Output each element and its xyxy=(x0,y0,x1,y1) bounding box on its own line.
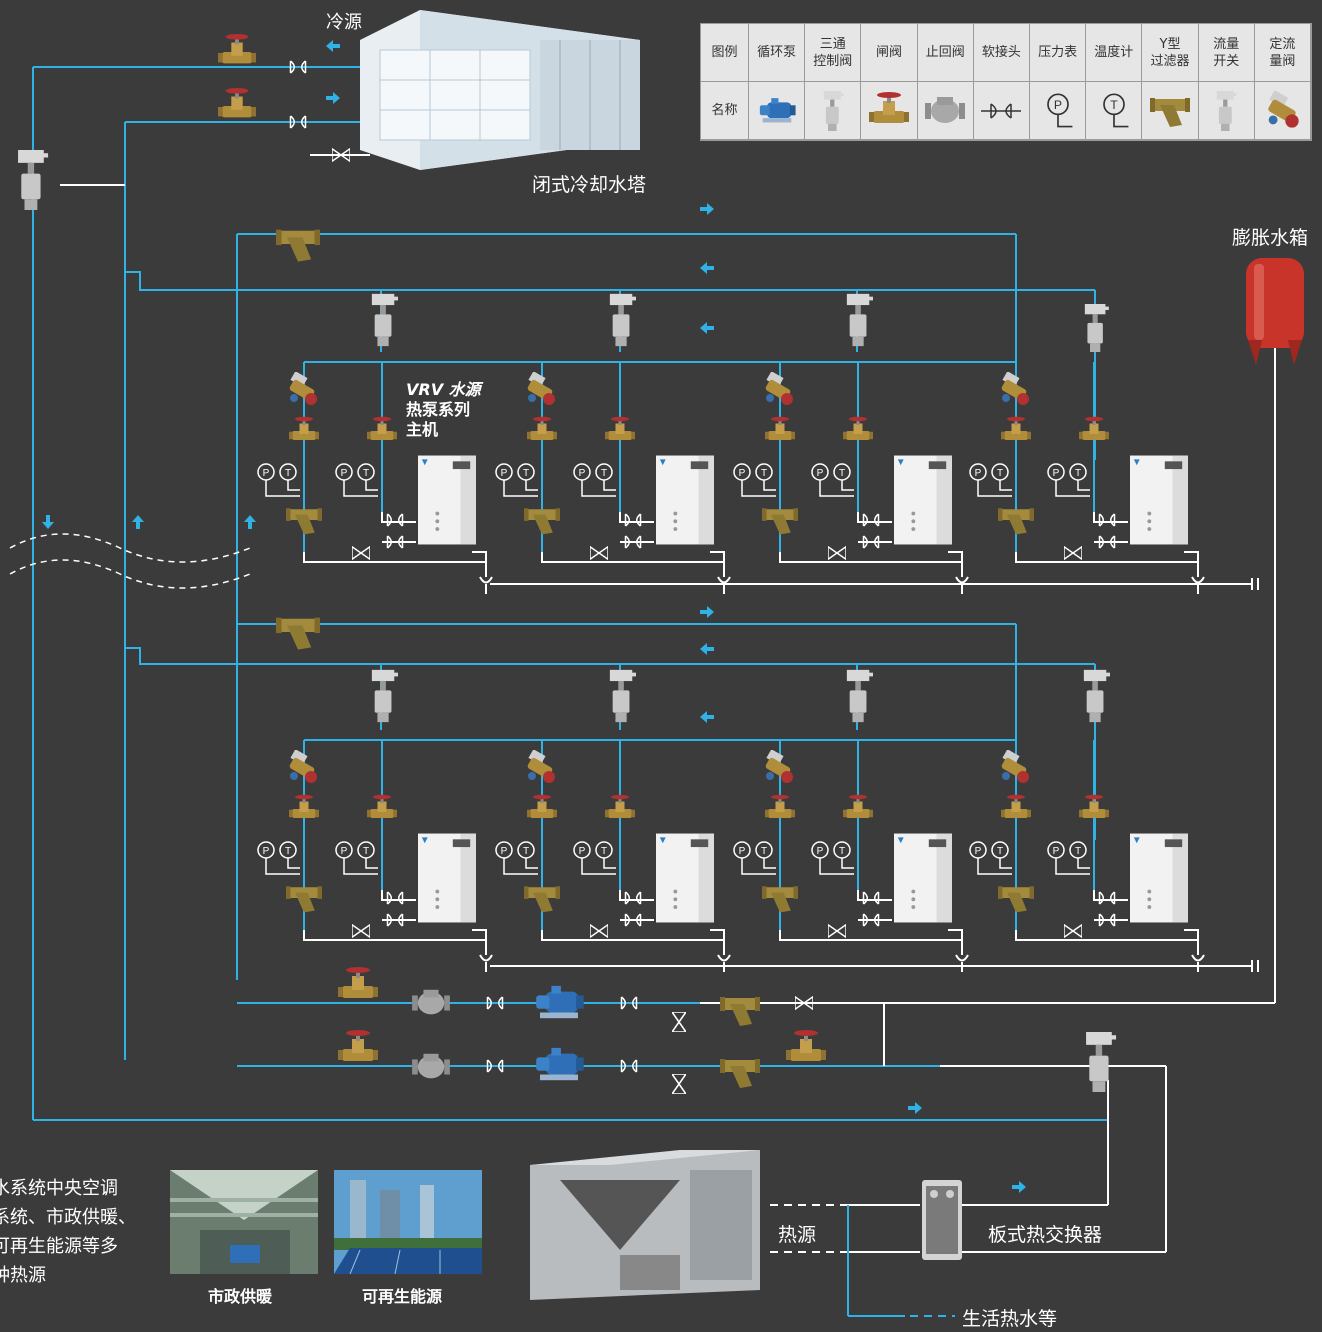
cooling-tower-label: 闭式冷却水塔 xyxy=(532,174,647,196)
left-note-line2: 系统、市政供暖、 xyxy=(0,1207,136,1228)
legend-label-constant-flow-valve: 定流 量阀 xyxy=(1254,24,1311,82)
cooling-tower xyxy=(360,10,640,170)
photo-district-heating-image xyxy=(170,1170,318,1274)
legend-label-thermometer: 温度计 xyxy=(1086,24,1143,82)
plate-exchanger-label: 板式热交换器 xyxy=(988,1224,1103,1246)
legend-label-check-valve: 止回阀 xyxy=(917,24,974,82)
flex-joint-icon xyxy=(973,82,1030,140)
legend-label-flex-joint: 软接头 xyxy=(973,24,1030,82)
pipe-break-mark xyxy=(9,533,251,589)
legend-header-label: 图例 xyxy=(701,24,749,82)
legend-label-flow-switch: 流量 开关 xyxy=(1198,24,1255,82)
y-strainer-icon xyxy=(1142,82,1199,140)
three-way-valve-icon xyxy=(805,82,862,140)
left-note-line4: 种热源 xyxy=(0,1265,46,1286)
left-note: 水系统中央空调 系统、市政供暖、 可再生能源等多 种热源 xyxy=(0,1174,150,1290)
upper-branch-piping xyxy=(42,203,1259,980)
legend-table: 图例 循环泵 三通 控制阀 闸阀 止回阀 软接头 压力表 温度计 Y型 过滤器 … xyxy=(700,23,1312,141)
cold-source-label: 冷源 xyxy=(326,12,362,33)
svg-text:T: T xyxy=(1110,97,1118,111)
pump-icon xyxy=(749,82,806,140)
left-note-line1: 水系统中央空调 xyxy=(0,1178,118,1199)
photo-renewable-image xyxy=(334,1170,482,1275)
heat-source-piping xyxy=(770,1181,1166,1317)
constant-flow-valve-icon xyxy=(1254,82,1311,140)
pressure-gauge-icon: P xyxy=(1030,82,1087,140)
vrv-unit-label-line1: VRV 水源 xyxy=(406,380,481,399)
legend-label-y-strainer: Y型 过滤器 xyxy=(1142,24,1199,82)
left-note-line3: 可再生能源等多 xyxy=(0,1236,118,1257)
domestic-hot-water-label: 生活热水等 xyxy=(962,1308,1058,1330)
vrv-unit-label-line3: 主机 xyxy=(406,420,439,439)
photo-renewable-label: 可再生能源 xyxy=(362,1287,443,1306)
flow-switch-icon xyxy=(1198,82,1255,140)
air-cooled-chiller xyxy=(530,1150,760,1300)
expansion-tank xyxy=(1246,258,1304,365)
vrv-unit-label-line2: 热泵系列 xyxy=(406,400,471,419)
legend-label-pump: 循环泵 xyxy=(749,24,806,82)
legend-label-gate-valve: 闸阀 xyxy=(861,24,918,82)
cooling-tower-piping xyxy=(18,33,370,1120)
thermometer-icon: T xyxy=(1086,82,1143,140)
upper-unit-row xyxy=(258,362,1204,594)
vrv-unit-label: VRV 水源 热泵系列 主机 xyxy=(406,380,481,440)
legend-name-label: 名称 xyxy=(701,82,749,140)
legend-label-three-way-valve: 三通 控制阀 xyxy=(805,24,862,82)
plate-heat-exchanger xyxy=(922,1180,962,1260)
expansion-tank-label: 膨胀水箱 xyxy=(1232,227,1309,249)
heat-source-label: 热源 xyxy=(778,1224,817,1246)
svg-text:P: P xyxy=(1054,97,1062,111)
gate-valve-icon xyxy=(861,82,918,140)
lower-unit-row xyxy=(258,740,1204,972)
photo-district-label: 市政供暖 xyxy=(208,1287,273,1306)
legend-label-pressure-gauge: 压力表 xyxy=(1030,24,1087,82)
check-valve-icon xyxy=(917,82,974,140)
pump-station xyxy=(33,340,1276,1252)
